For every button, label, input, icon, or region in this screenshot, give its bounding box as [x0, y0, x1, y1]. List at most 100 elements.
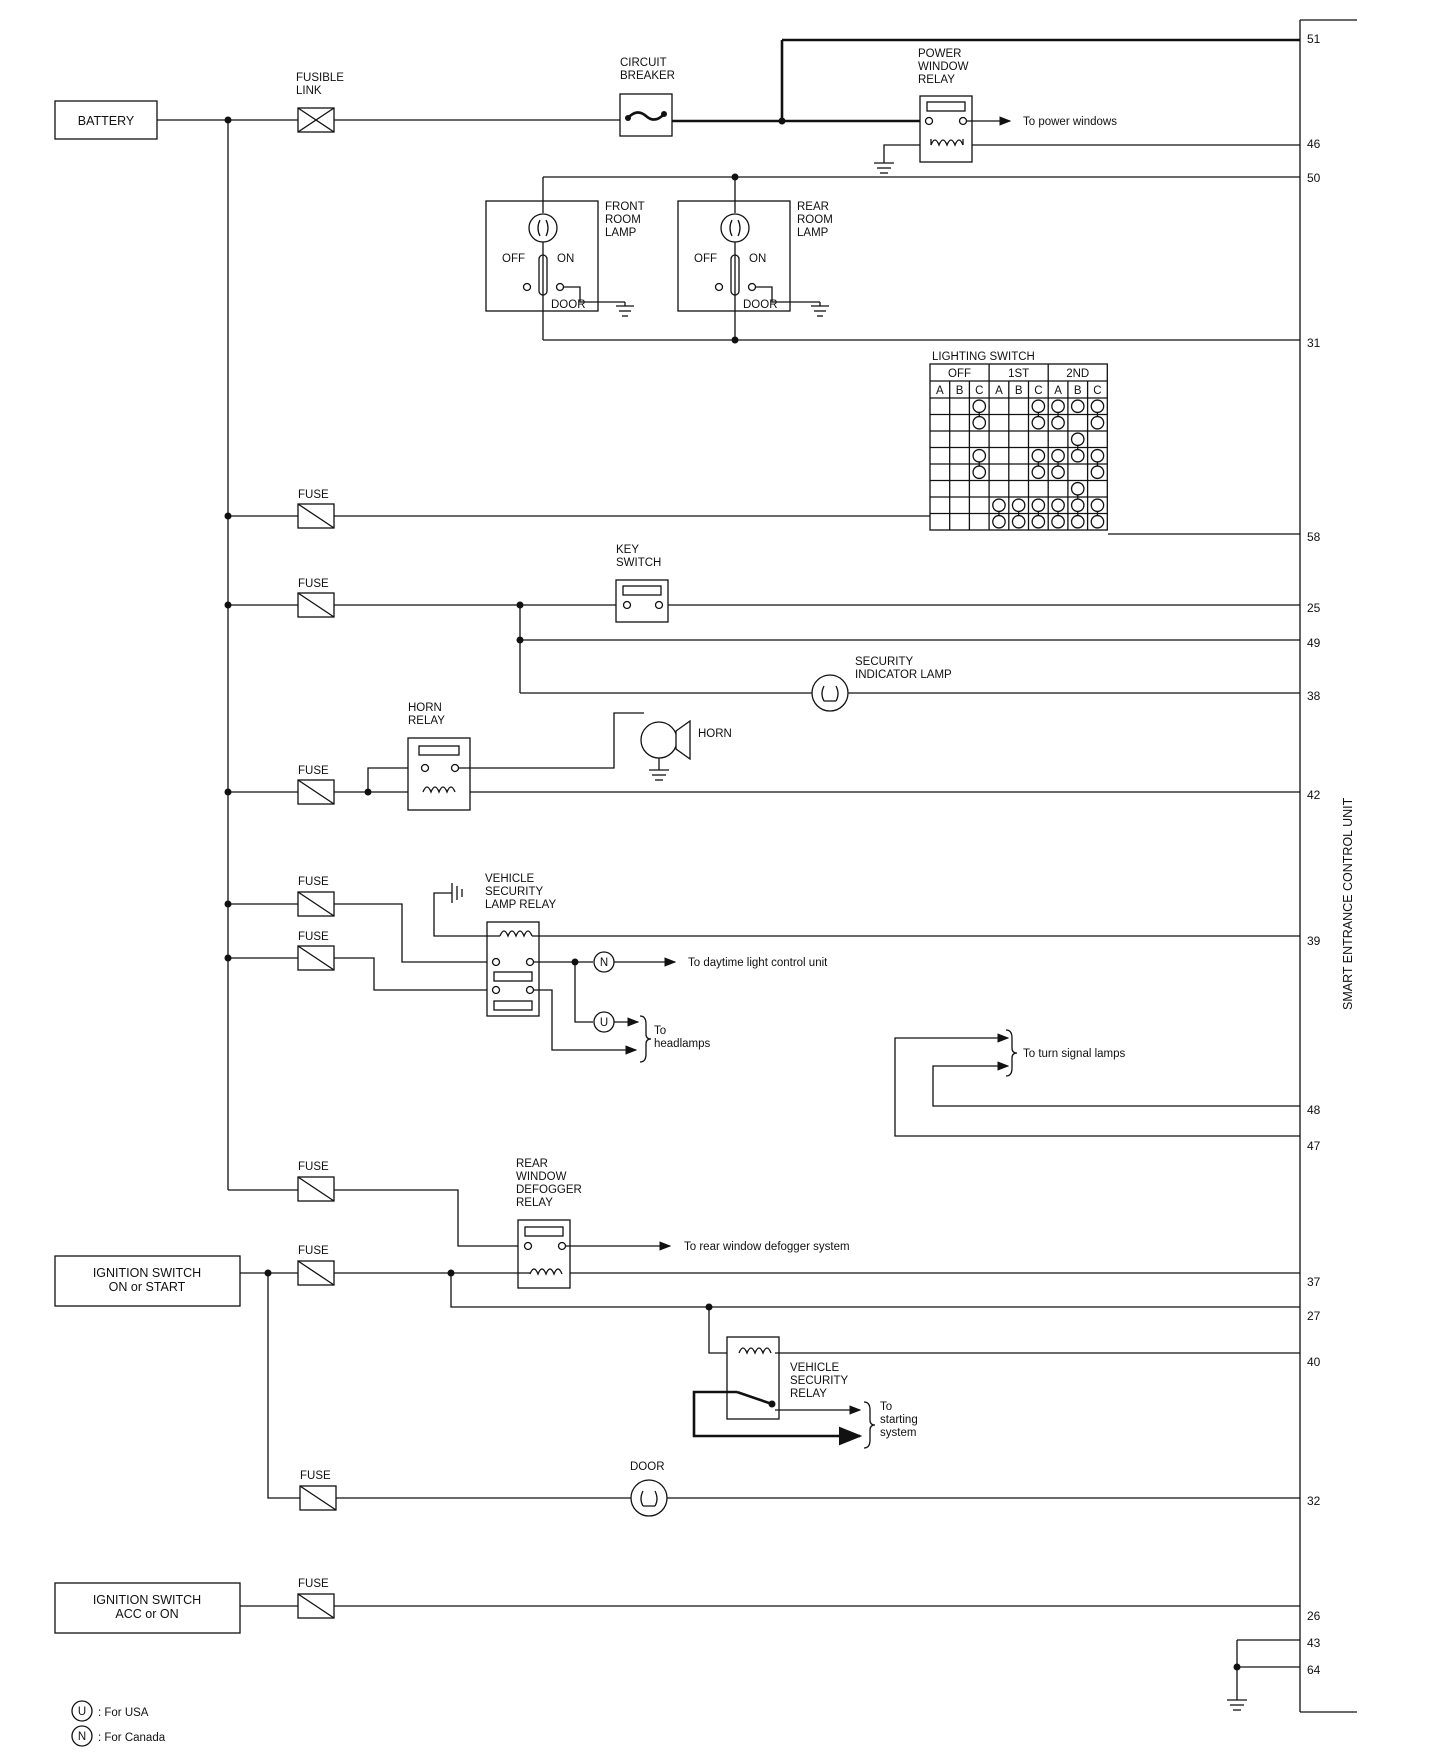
- vehicle-security-relay-label-2: SECURITY: [790, 1375, 848, 1387]
- key-switch-label-2: SWITCH: [616, 557, 661, 569]
- fuse-label: FUSE: [298, 876, 329, 888]
- lighting-table-contact: [1051, 498, 1065, 513]
- terminal-43: 43: [1307, 1636, 1321, 1650]
- vehicle-security-lamp-relay: VEHICLE SECURITY LAMP RELAY: [485, 873, 556, 1017]
- fuse-defogger: FUSE: [297, 1161, 335, 1202]
- legend: U : For USA N : For Canada: [71, 1700, 166, 1747]
- lighting-table-group-off: OFF: [948, 368, 971, 380]
- lighting-table-col-b: B: [1074, 385, 1082, 397]
- power-window-relay-label-2: WINDOW: [918, 61, 969, 73]
- fuse-label: FUSE: [298, 1245, 329, 1257]
- lighting-table-contact: [1070, 399, 1085, 414]
- legend-canada-text: : For Canada: [98, 1732, 166, 1744]
- rear-room-lamp-label-2: ROOM: [797, 214, 833, 226]
- door-lamp: DOOR: [630, 1461, 668, 1517]
- circuit-breaker: CIRCUIT BREAKER: [619, 57, 675, 137]
- fusible-link: FUSIBLE LINK: [296, 72, 344, 133]
- terminal-50: 50: [1307, 171, 1321, 185]
- to-power-windows: To power windows: [1023, 116, 1117, 128]
- rear-on-label: ON: [749, 253, 766, 265]
- terminal-51: 51: [1307, 32, 1321, 46]
- vehicle-security-relay-label-3: RELAY: [790, 1388, 827, 1400]
- fuse-security-lamp-2: FUSE: [297, 931, 335, 971]
- front-room-lamp: OFF ON DOOR FRONT ROOM LAMP: [485, 177, 645, 340]
- vehicle-security-lamp-relay-label-2: SECURITY: [485, 886, 543, 898]
- vehicle-security-relay: VEHICLE SECURITY RELAY: [726, 1336, 848, 1420]
- to-starting-system-3: system: [880, 1427, 916, 1439]
- ground-icon: [451, 883, 463, 903]
- front-on-label: ON: [557, 253, 574, 265]
- lighting-table-col-c: C: [1093, 385, 1101, 397]
- legend-usa-symbol: U: [78, 1706, 86, 1718]
- lighting-switch-label: LIGHTING SWITCH: [932, 351, 1035, 363]
- terminal-48: 48: [1307, 1103, 1321, 1117]
- control-unit: SMART ENTRANCE CONTROL UNIT: [1299, 19, 1357, 1713]
- ignition-on-start-label-1: IGNITION SWITCH: [93, 1266, 201, 1280]
- to-rear-defogger: To rear window defogger system: [684, 1241, 850, 1253]
- terminal-58: 58: [1307, 530, 1321, 544]
- ground-icon: [1227, 1699, 1247, 1711]
- legend-canada: N : For Canada: [71, 1725, 166, 1747]
- lighting-table-contact: [1031, 399, 1046, 414]
- lighting-table-contact: [1051, 399, 1065, 414]
- lighting-table-col-a: A: [936, 385, 944, 397]
- fuse-label: FUSE: [300, 1470, 331, 1482]
- vehicle-security-lamp-relay-label-3: LAMP RELAY: [485, 899, 556, 911]
- lighting-table-contact: [1090, 399, 1105, 414]
- terminal-39: 39: [1307, 934, 1321, 948]
- fuse-label: FUSE: [298, 489, 329, 501]
- fuse-key: FUSE: [297, 578, 335, 618]
- terminal-38: 38: [1307, 689, 1321, 703]
- rear-window-defogger-relay-label-2: WINDOW: [516, 1171, 567, 1183]
- horn-icon: HORN: [640, 719, 732, 781]
- lighting-table-contact: [992, 498, 1006, 513]
- lighting-table-contact: [1070, 432, 1085, 447]
- front-door-label: DOOR: [551, 299, 586, 311]
- fuse-label: FUSE: [298, 1161, 329, 1173]
- rear-window-defogger-relay-label-1: REAR: [516, 1158, 548, 1170]
- lighting-table-contact: [1090, 498, 1105, 513]
- lighting-table-group-2nd: 2ND: [1066, 368, 1089, 380]
- terminal-31: 31: [1307, 336, 1321, 350]
- horn-relay: HORN RELAY: [407, 702, 471, 811]
- fusible-link-label-1: FUSIBLE: [296, 72, 344, 84]
- horn-relay-label-2: RELAY: [408, 715, 445, 727]
- legend-canada-symbol: N: [78, 1731, 86, 1743]
- circuit-breaker-label-2: BREAKER: [620, 70, 675, 82]
- fusible-link-label-2: LINK: [296, 85, 322, 97]
- front-off-label: OFF: [502, 253, 525, 265]
- lighting-table-contact: [1031, 448, 1046, 463]
- fuse-security-lamp-1: FUSE: [297, 876, 335, 917]
- lighting-table-col-b: B: [1015, 385, 1023, 397]
- to-daytime-light: To daytime light control unit: [688, 957, 828, 969]
- key-switch: KEY SWITCH: [615, 544, 669, 623]
- front-room-lamp-label-3: LAMP: [605, 227, 637, 239]
- ignition-on-start-box: IGNITION SWITCH ON or START: [54, 1255, 241, 1307]
- vehicle-security-relay-label-1: VEHICLE: [790, 1362, 840, 1374]
- front-room-lamp-label-1: FRONT: [605, 201, 645, 213]
- terminal-64: 64: [1307, 1663, 1321, 1677]
- rear-room-lamp: OFF ON DOOR REAR ROOM LAMP: [677, 177, 833, 340]
- to-starting-system-1: To: [880, 1401, 892, 1413]
- rear-room-lamp-label-3: LAMP: [797, 227, 829, 239]
- legend-usa-text: : For USA: [98, 1707, 149, 1719]
- terminal-26: 26: [1307, 1609, 1321, 1623]
- ground-icon: [874, 162, 894, 174]
- to-headlamps-2: headlamps: [654, 1038, 711, 1050]
- badge-u-text: U: [600, 1017, 608, 1029]
- terminal-40: 40: [1307, 1355, 1321, 1369]
- door-lamp-label: DOOR: [630, 1461, 665, 1473]
- vehicle-security-lamp-relay-label-1: VEHICLE: [485, 873, 535, 885]
- terminal-42: 42: [1307, 788, 1321, 802]
- ground-icon: [811, 302, 829, 317]
- rear-window-defogger-relay-label-4: RELAY: [516, 1197, 553, 1209]
- security-indicator-lamp: SECURITY INDICATOR LAMP: [811, 656, 952, 712]
- circuit-breaker-label-1: CIRCUIT: [620, 57, 667, 69]
- rear-window-defogger-relay-label-3: DEFOGGER: [516, 1184, 582, 1196]
- rear-off-label: OFF: [694, 253, 717, 265]
- lighting-table-contact: [1051, 448, 1065, 463]
- horn-relay-label-1: HORN: [408, 702, 442, 714]
- lighting-table-contact: [1090, 448, 1105, 463]
- rear-room-lamp-label-1: REAR: [797, 201, 829, 213]
- power-window-relay: POWER WINDOW RELAY: [918, 48, 973, 163]
